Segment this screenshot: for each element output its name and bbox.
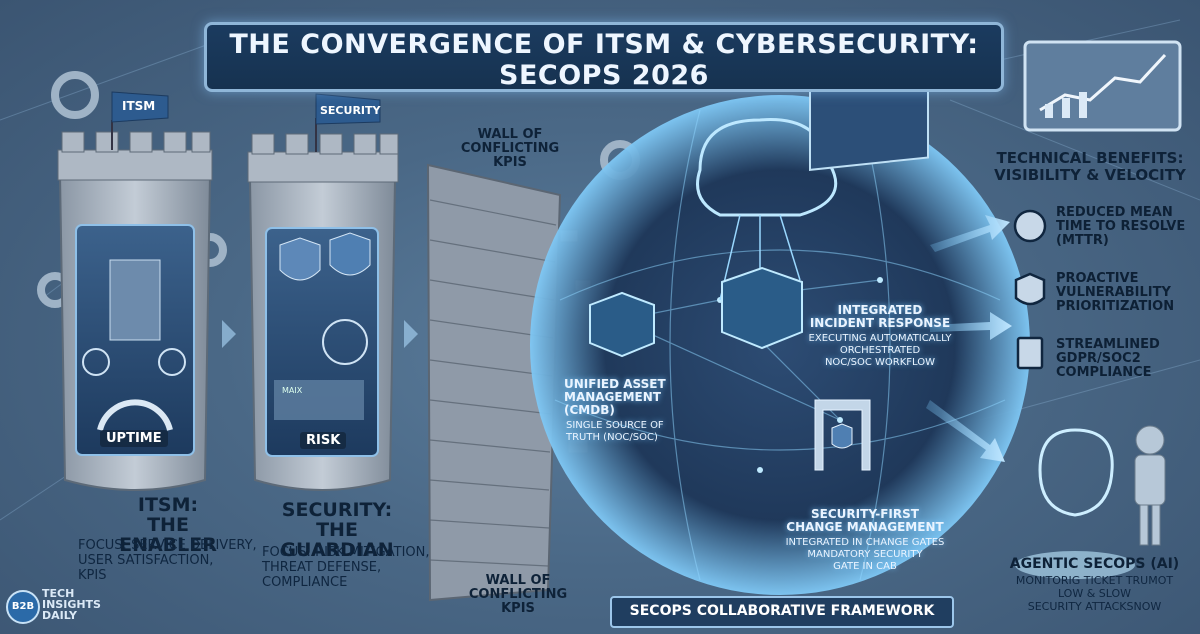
security-flag-label: SECURITY — [320, 104, 381, 117]
cmdb-title-line: MANAGEMENT — [564, 390, 661, 404]
agentic-desc: MONITORIG TICKET TRUMOT LOW & SLOW SECUR… — [992, 574, 1197, 613]
itsm-flag-label: ITSM — [122, 99, 156, 113]
cmdb-title-line: (CMDB) — [564, 403, 615, 417]
cube-icon — [721, 266, 803, 350]
benefit-line: REDUCED MEAN — [1056, 205, 1173, 220]
network-sphere — [530, 76, 1030, 595]
agentic-desc-line: SECURITY ATTACKSNOW — [1027, 600, 1162, 613]
benefit-compliance: STREAMLINED GDPR/SOC2 COMPLIANCE — [1056, 338, 1196, 380]
change-desc-line: INTEGRATED IN CHANGE GATES — [785, 537, 945, 548]
change-desc: INTEGRATED IN CHANGE GATES MANDATORY SEC… — [770, 537, 960, 573]
logo-line: DAILY — [42, 609, 77, 622]
cmdb-title: UNIFIED ASSET MANAGEMENT (CMDB) — [564, 378, 704, 417]
itsm-focus-line: KPIs — [78, 568, 107, 583]
benefit-line: VULNERABILITY — [1056, 285, 1171, 300]
itsm-heading-line-2: THE ENABLER — [119, 514, 217, 556]
benefit-line: COMPLIANCE — [1056, 365, 1152, 380]
incident-desc: EXECUTING AUTOMATICALLY ORCHESTRATED NOC… — [800, 333, 960, 369]
security-tower — [247, 93, 399, 491]
benefit-line: TIME TO RESOLVE — [1056, 219, 1186, 234]
benefit-line: PRIORITIZATION — [1056, 299, 1175, 314]
robot-icon — [1134, 425, 1166, 546]
benefit-line: PROACTIVE — [1056, 271, 1139, 286]
benefit-vulnerability: PROACTIVE VULNERABILITY PRIORITIZATION — [1056, 272, 1196, 314]
benefit-line: STREAMLINED — [1056, 337, 1160, 352]
security-heading-line-2: THE GUARDIAN — [280, 519, 394, 561]
security-focus: FOCUS: RISK MITIGATION, THREAT DEFENSE, … — [262, 545, 432, 590]
benefit-mttr: REDUCED MEAN TIME TO RESOLVE (MTTR) — [1056, 206, 1196, 248]
wall-label-top: WALL OF CONFLICTING KPIs — [460, 128, 560, 170]
ai-brain-icon — [1015, 425, 1166, 579]
incident-desc-line: EXECUTING AUTOMATICALLY — [808, 333, 952, 344]
security-focus-line: COMPLIANCE — [262, 575, 348, 590]
incident-desc-line: NOC/SOC WORKFLOW — [824, 357, 936, 368]
checklist-icon — [1016, 336, 1044, 370]
title-line-2: SECOPS 2026 — [499, 60, 709, 91]
cmdb-desc: SINGLE SOURCE OF TRUTH (NOC/SOC) — [566, 420, 706, 444]
itsm-heading: ITSM: THE ENABLER — [98, 495, 238, 555]
itsm-focus-line: USER SATISFACTION, — [78, 553, 214, 568]
security-focus-line: THREAT DEFENSE, — [262, 560, 382, 575]
benefits-heading-line: VISIBILITY & VELOCITY — [994, 166, 1186, 184]
agentic-title: AGENTIC SECOPS (AI) — [1009, 556, 1180, 572]
wall-label-line: CONFLICTING — [460, 141, 560, 156]
framework-footer: SECOPS COLLABORATIVE FRAMEWORK — [610, 596, 954, 628]
title-line-1: THE CONVERGENCE OF ITSM & CYBERSECURITY: — [229, 29, 979, 60]
benefits-heading: TECHNICAL BENEFITS: VISIBILITY & VELOCIT… — [984, 150, 1196, 184]
benefit-line: (MTTR) — [1056, 233, 1109, 248]
change-desc-line: GATE IN CAB — [833, 561, 897, 572]
incident-title: INTEGRATED INCIDENT RESPONSE — [800, 304, 960, 330]
itsm-tower — [57, 91, 213, 491]
security-gate-icon — [814, 399, 871, 471]
shield-lock-icon — [1014, 272, 1046, 306]
benefit-line: GDPR/SOC2 — [1056, 351, 1141, 366]
cmdb-desc-line: TRUTH (NOC/SOC) — [566, 432, 658, 443]
change-title-line: CHANGE MANAGEMENT — [786, 520, 944, 534]
cube-icon — [589, 291, 655, 358]
wall-label-line: WALL OF — [477, 127, 543, 142]
b2b-logo-badge: B2B — [6, 590, 40, 624]
logo-line: INSIGHTS — [42, 598, 101, 611]
map-label: MAIX — [282, 386, 303, 395]
incident-desc-line: ORCHESTRATED — [839, 345, 921, 356]
agentic-desc-line: LOW & SLOW — [1057, 587, 1132, 600]
security-heading-line-1: SECURITY: — [281, 499, 393, 521]
cmdb-desc-line: SINGLE SOURCE OF — [566, 420, 664, 431]
benefits-heading-line: TECHNICAL BENEFITS: — [996, 149, 1184, 167]
wall-label-line: CONFLICTING KPIs — [468, 587, 568, 616]
security-heading: SECURITY: THE GUARDIAN — [262, 500, 412, 560]
agentic-desc-line: MONITORIG TICKET TRUMOT — [1015, 574, 1174, 587]
wall-label-bottom: WALL OF CONFLICTING KPIs — [458, 574, 578, 616]
change-title-line: SECURITY-FIRST — [811, 507, 919, 521]
incident-title-line: INTEGRATED — [837, 303, 923, 317]
cmdb-title-line: UNIFIED ASSET — [564, 377, 666, 391]
wall-label-line: KPIs — [493, 155, 527, 170]
arrow-right-icon — [926, 215, 1012, 462]
wall-label-line: WALL OF — [485, 573, 551, 588]
logo-text: TECH INSIGHTS DAILY — [42, 588, 101, 621]
change-desc-line: MANDATORY SECURITY — [807, 549, 923, 560]
chevron-right-icon — [222, 320, 418, 348]
security-focus-line: FOCUS: RISK MITIGATION, — [262, 545, 430, 560]
change-title: SECURITY-FIRST CHANGE MANAGEMENT — [770, 508, 960, 534]
itsm-focus-line: FOCUS: SERVICE DELIVERY, — [78, 538, 257, 553]
itsm-heading-line-1: ITSM: — [137, 494, 199, 516]
page-title: THE CONVERGENCE OF ITSM & CYBERSECURITY:… — [204, 22, 1004, 92]
uptime-label: UPTIME — [100, 430, 168, 447]
risk-label: RISK — [300, 432, 347, 449]
itsm-focus: FOCUS: SERVICE DELIVERY, USER SATISFACTI… — [78, 538, 258, 583]
logo-line: TECH — [42, 587, 75, 600]
stopwatch-icon — [1013, 209, 1047, 243]
incident-title-line: INCIDENT RESPONSE — [809, 316, 951, 330]
analytics-monitor-icon — [1023, 40, 1182, 132]
